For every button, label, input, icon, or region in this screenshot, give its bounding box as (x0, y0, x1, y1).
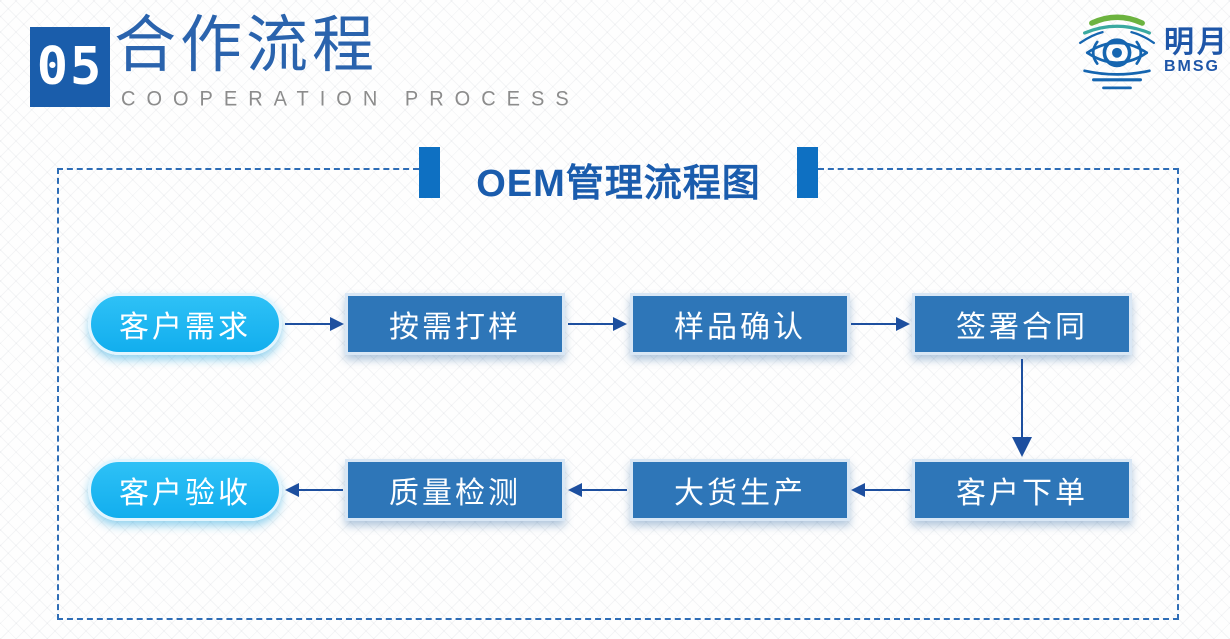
diagram-dashed-frame (57, 168, 1179, 620)
flow-node-quality-inspection: 质量检测 (345, 459, 565, 521)
flow-node-sampling-on-demand: 按需打样 (345, 293, 565, 355)
slide-title: 合作流程 (114, 12, 379, 80)
flow-node-label: 样品确认 (674, 311, 806, 344)
diagram-title: OEM管理流程图 (476, 163, 761, 205)
section-number: 05 (36, 37, 104, 97)
title-accent-bar-left (419, 147, 440, 198)
flow-node-label: 客户下单 (956, 477, 1088, 510)
flow-node-customer-demand: 客户需求 (88, 293, 282, 355)
title-accent-bar-right (797, 147, 818, 198)
flow-node-label: 质量检测 (389, 477, 521, 510)
flow-node-sign-contract: 签署合同 (912, 293, 1132, 355)
logo-text: 明月 BMSG (1164, 25, 1230, 75)
flow-node-customer-order: 客户下单 (912, 459, 1132, 521)
moon-eye-globe-icon (1078, 14, 1156, 90)
dashed-frame-top-left-segment (57, 168, 419, 170)
flow-node-bulk-production: 大货生产 (630, 459, 850, 521)
logo-company-name: 明月 (1164, 25, 1230, 59)
company-logo: 明月 BMSG (1072, 6, 1230, 96)
slide-subtitle: COOPERATION PROCESS (121, 87, 580, 111)
dashed-frame-top-right-segment (818, 168, 1179, 170)
section-number-badge: 05 (30, 27, 110, 107)
logo-company-abbr: BMSG (1164, 57, 1220, 75)
flow-node-label: 客户需求 (119, 311, 251, 344)
flow-node-sample-confirmation: 样品确认 (630, 293, 850, 355)
flow-node-label: 签署合同 (956, 311, 1088, 344)
flow-node-label: 大货生产 (674, 477, 806, 510)
flow-node-customer-acceptance: 客户验收 (88, 459, 282, 521)
flow-node-label: 客户验收 (119, 477, 251, 510)
flow-node-label: 按需打样 (389, 311, 521, 344)
